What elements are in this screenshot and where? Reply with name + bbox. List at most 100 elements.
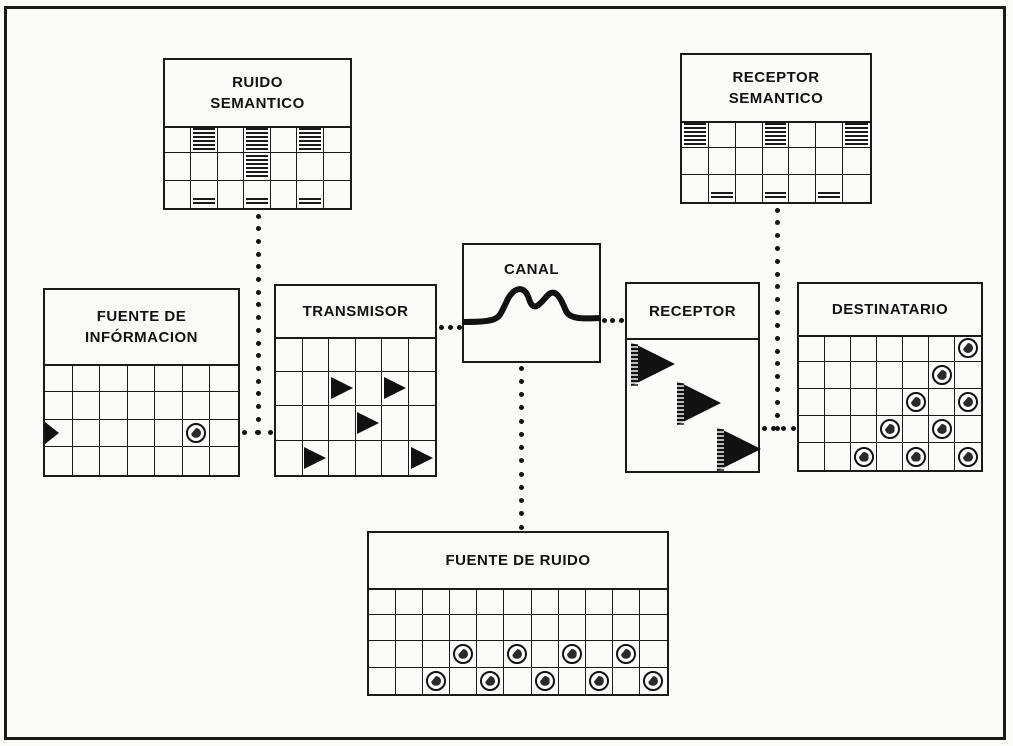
grid-cell bbox=[382, 337, 409, 372]
transmisor-label: TRANSMISOR bbox=[302, 303, 409, 320]
hatch-mark-small bbox=[193, 198, 215, 205]
ball-icon bbox=[931, 365, 952, 385]
grid-cell bbox=[165, 180, 192, 208]
grid-cell bbox=[682, 175, 709, 202]
grid-cell bbox=[382, 406, 409, 441]
connector-dot-fuente-transmisor bbox=[241, 429, 247, 435]
connector-dot-receptor-semantico bbox=[774, 310, 780, 316]
grid-cell bbox=[531, 588, 559, 615]
grid-cell bbox=[210, 447, 238, 475]
grid-cell bbox=[450, 667, 478, 694]
grid-cell bbox=[799, 335, 825, 362]
grid-cell bbox=[877, 335, 903, 362]
connector-dot-receptor-semantico bbox=[774, 233, 780, 239]
grid-cell bbox=[423, 667, 451, 694]
grid-cell bbox=[100, 447, 128, 475]
hatch-mark-small bbox=[818, 192, 841, 199]
connector-dot-ruido-semantico bbox=[255, 238, 261, 244]
grid-cell bbox=[929, 335, 955, 362]
connector-dot-receptor-semantico bbox=[774, 399, 780, 405]
grid-cell bbox=[825, 416, 851, 443]
signal-triangle-3 bbox=[717, 427, 761, 471]
grid-cell bbox=[355, 406, 382, 441]
grid-cell bbox=[396, 614, 424, 641]
grid-cell bbox=[903, 362, 929, 389]
grid-cell bbox=[276, 440, 303, 475]
connector-dot-ruido-semantico bbox=[255, 340, 261, 346]
grid-cell bbox=[183, 447, 211, 475]
grid-cell bbox=[127, 391, 156, 420]
connector-dot-receptor-semantico bbox=[774, 322, 780, 328]
fuente-informacion-line1: FUENTE DE bbox=[96, 308, 187, 325]
grid-cell bbox=[929, 389, 955, 416]
grid-cell bbox=[191, 153, 218, 181]
grid-cell bbox=[450, 614, 478, 641]
triangle-icon bbox=[357, 411, 380, 434]
grid-cell bbox=[355, 337, 382, 372]
grid-cell bbox=[789, 148, 817, 175]
ball-icon bbox=[615, 643, 636, 664]
grid-cell bbox=[816, 148, 844, 175]
transmisor-title: TRANSMISOR bbox=[276, 286, 435, 339]
grid-cell bbox=[218, 180, 245, 208]
grid-cell bbox=[762, 121, 790, 148]
connector-dot-transmisor-canal bbox=[447, 324, 453, 330]
connector-dot-canal-ruido bbox=[518, 524, 524, 530]
connector-dot-canal-ruido bbox=[518, 498, 524, 503]
ball-icon bbox=[534, 670, 555, 691]
grid-cell bbox=[155, 391, 183, 420]
grid-cell bbox=[640, 668, 667, 695]
triangle-icon bbox=[410, 446, 433, 469]
grid-cell bbox=[799, 416, 825, 443]
connector-dot-transmisor-canal bbox=[438, 324, 444, 330]
grid-cell bbox=[155, 447, 183, 475]
connector-dot-receptor-semantico bbox=[774, 412, 780, 418]
grid-cell bbox=[843, 175, 870, 202]
connector-dot-ruido-semantico bbox=[255, 315, 261, 321]
connector-dot-canal-ruido bbox=[518, 405, 524, 411]
fuente-ruido-box: FUENTE DE RUIDO bbox=[367, 531, 669, 696]
grid-cell bbox=[408, 406, 435, 441]
grid-cell bbox=[155, 364, 183, 392]
fuente-informacion-line2: INFÓRMACION bbox=[85, 329, 198, 346]
grid-cell bbox=[382, 371, 409, 406]
grid-cell bbox=[877, 416, 903, 443]
grid-cell bbox=[244, 153, 271, 181]
grid-cell bbox=[708, 121, 736, 148]
grid-cell bbox=[276, 406, 303, 441]
grid-cell bbox=[409, 441, 436, 476]
grid-cell bbox=[825, 443, 851, 470]
ball-icon bbox=[931, 419, 952, 439]
grid-cell bbox=[789, 175, 817, 202]
grid-cell bbox=[369, 614, 397, 641]
connector-dot-canal-receptor bbox=[618, 317, 624, 323]
grid-cell bbox=[504, 588, 532, 615]
grid-cell bbox=[531, 641, 559, 668]
connector-dot-ruido-semantico bbox=[255, 302, 261, 308]
ruido-semantico-line1: RUIDO bbox=[232, 74, 283, 91]
hatch-mark bbox=[764, 123, 787, 145]
grid-cell bbox=[955, 416, 981, 443]
triangle-icon bbox=[304, 446, 327, 469]
grid-cell bbox=[825, 335, 851, 362]
grid-cell bbox=[816, 175, 844, 202]
connector-dot-canal-ruido bbox=[518, 458, 524, 464]
grid-cell bbox=[408, 372, 435, 406]
hatch-mark-small bbox=[764, 192, 787, 199]
grid-cell bbox=[323, 153, 350, 181]
grid-cell bbox=[851, 389, 877, 416]
grid-cell bbox=[955, 362, 981, 389]
grid-cell bbox=[929, 416, 955, 443]
connector-dot-ruido-semantico bbox=[255, 327, 261, 333]
grid-cell bbox=[639, 641, 667, 668]
grid-cell bbox=[100, 364, 128, 392]
grid-cell bbox=[45, 364, 73, 392]
grid-cell bbox=[559, 667, 586, 694]
grid-cell bbox=[639, 588, 667, 615]
grid-cell bbox=[191, 126, 218, 154]
grid-cell bbox=[45, 391, 73, 420]
grid-cell bbox=[877, 389, 903, 416]
grid-cell bbox=[585, 588, 613, 615]
grid-cell bbox=[45, 447, 73, 475]
signal-triangle-2 bbox=[677, 381, 721, 425]
